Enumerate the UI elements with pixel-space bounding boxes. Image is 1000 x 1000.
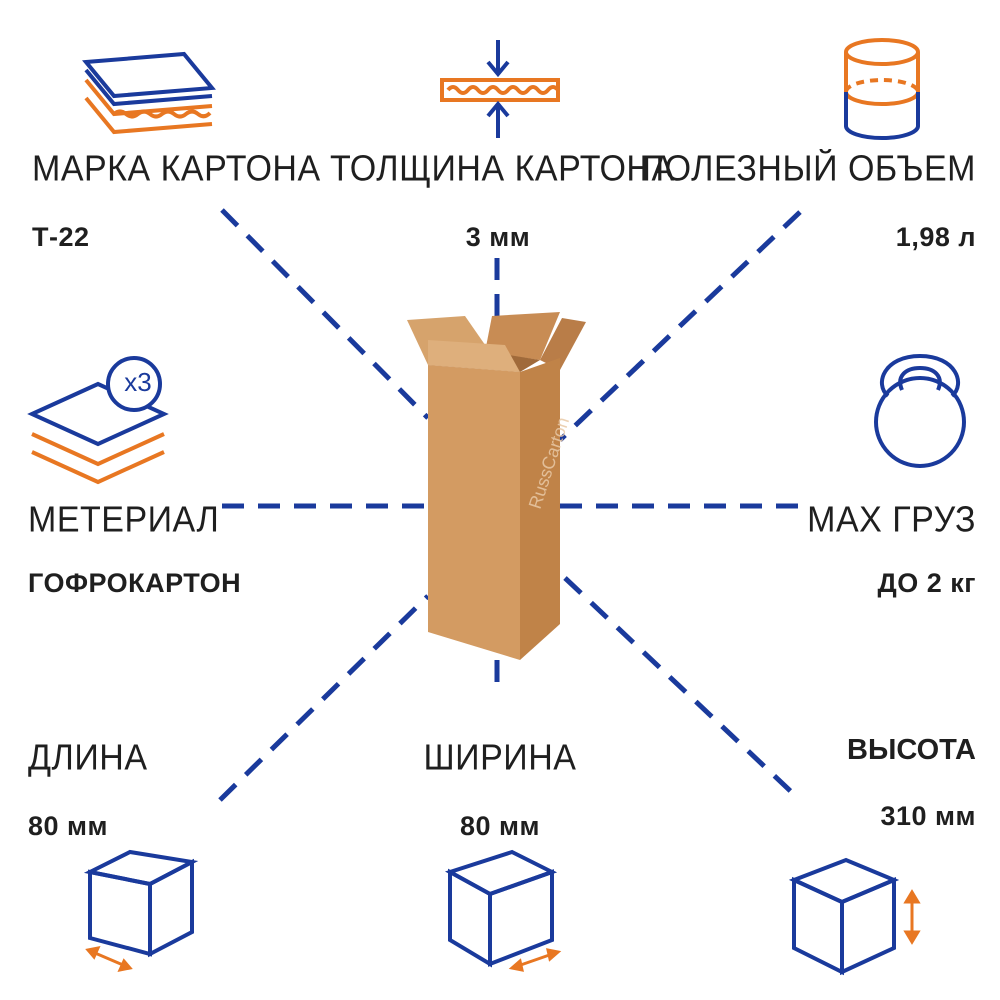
thickness-arrows-icon (440, 40, 560, 138)
connector-volume (558, 210, 802, 442)
max-load-value: ДО 2 кг (877, 568, 976, 598)
length-label: ДЛИНА (28, 738, 148, 778)
material-value: ГОФРОКАРТОН (28, 568, 242, 598)
connector-length (218, 594, 430, 802)
thickness-label: ТОЛЩИНА КАРТОНА (330, 149, 675, 189)
volume-label: ПОЛЕЗНЫЙ ОБЪЕМ (639, 149, 976, 189)
brand-label: МАРКА КАРТОНА (32, 149, 321, 189)
connector-height (563, 576, 802, 802)
width-label: ШИРИНА (423, 738, 577, 778)
max-load-label: MAX ГРУЗ (807, 500, 976, 540)
kettlebell-icon (874, 353, 966, 468)
thickness-value: 3 мм (465, 222, 531, 252)
cube-width-icon (444, 849, 562, 972)
cube-length-icon (83, 849, 199, 973)
height-label: ВЫСОТА (847, 734, 976, 766)
height-value: 310 мм (880, 801, 976, 831)
layered-sheets-icon (27, 356, 169, 485)
volume-value: 1,98 л (895, 222, 976, 252)
cylinder-volume-icon (844, 38, 920, 140)
connector-brand (220, 208, 430, 420)
material-label: МЕТЕРИАЛ (28, 500, 220, 540)
corrugated-sheets-icon (82, 51, 216, 135)
layers-badge: x3 (124, 367, 152, 397)
cube-height-icon (788, 857, 921, 976)
brand-value: Т-22 (32, 222, 90, 252)
length-value: 80 мм (28, 811, 108, 841)
width-value: 80 мм (460, 811, 540, 841)
